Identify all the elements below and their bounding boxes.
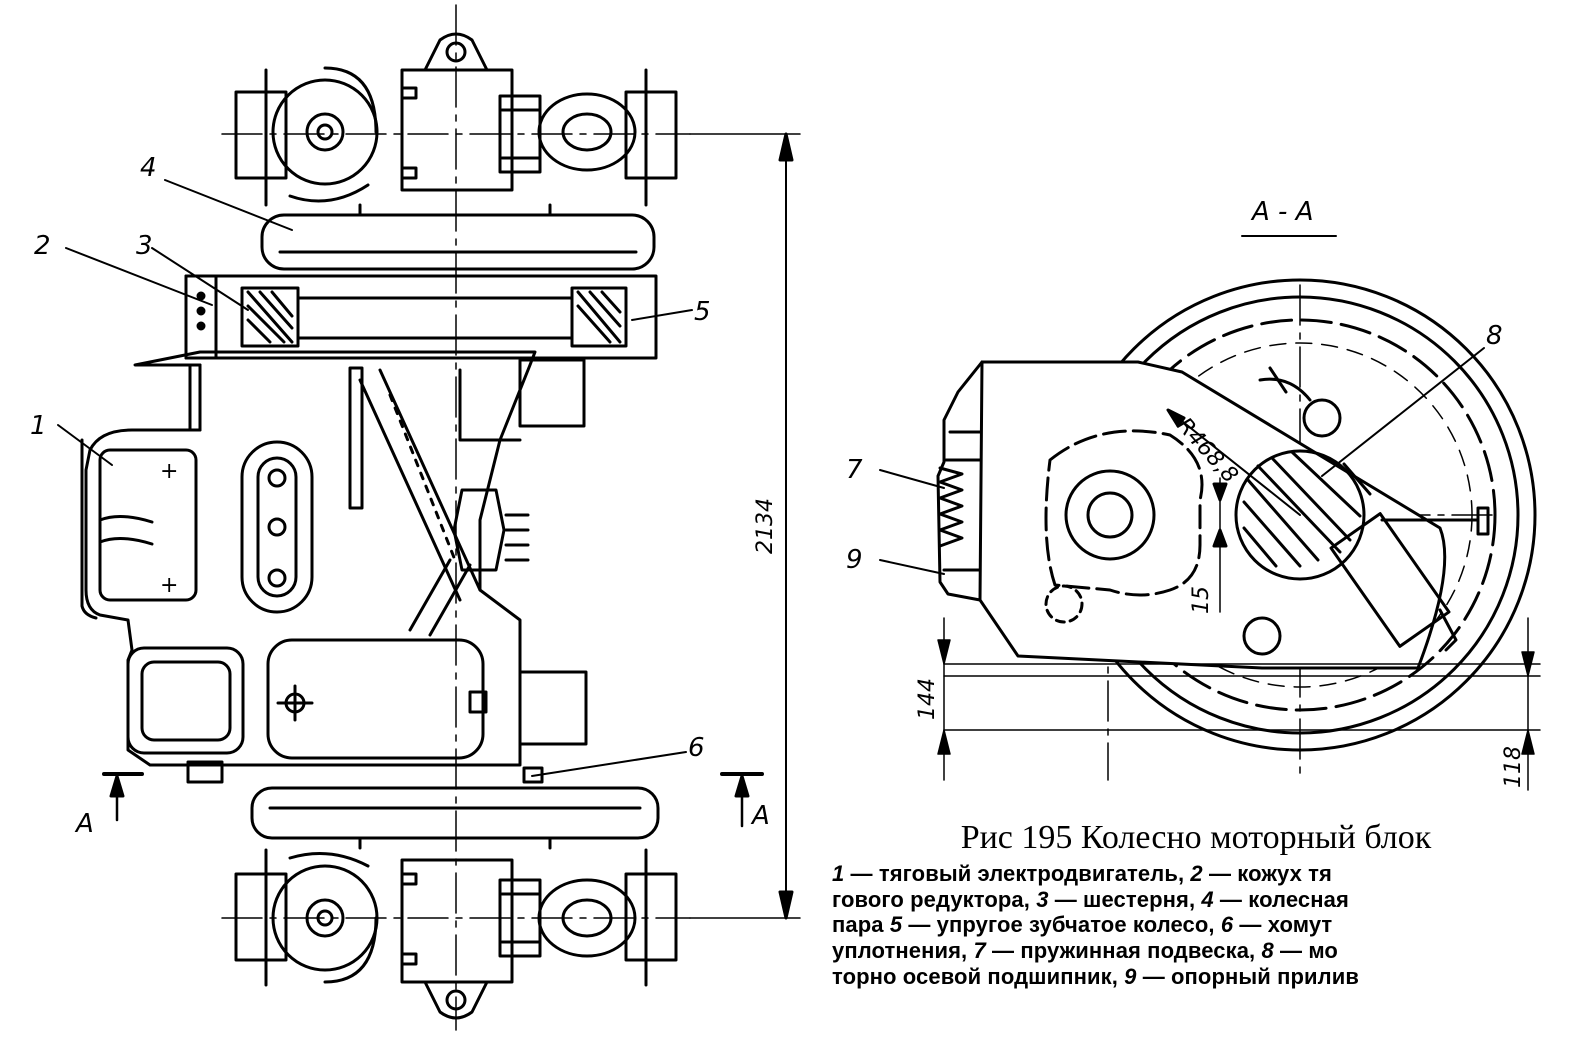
length-dimension <box>689 132 801 920</box>
caption-line: торно осевой подшипник, 9 — опорный прил… <box>832 964 1552 990</box>
caption-number: 1 <box>832 861 845 887</box>
dim-right-label: 118 <box>1501 746 1526 788</box>
caption-number: 6 <box>1220 912 1234 938</box>
plan-view: + + <box>57 4 801 1031</box>
caption-line: пара 5 — упругое зубчатое колесо, 6 — хо… <box>832 912 1552 938</box>
caption-number: 3 <box>1036 886 1049 912</box>
section-title: А - А <box>1250 197 1313 227</box>
caption-number: 7 <box>973 937 986 963</box>
motor-housing-section <box>936 360 1490 670</box>
callout-3: 3 <box>136 231 153 261</box>
caption-number: 2 <box>1190 861 1203 887</box>
caption-segment: — кожух тя <box>1202 861 1332 887</box>
wheel-top <box>260 203 656 271</box>
caption-segment: пара <box>832 912 890 938</box>
caption-line: 1 — тяговый электродвигатель, 2 — кожух … <box>832 861 1552 887</box>
height-dimensions <box>937 617 1541 791</box>
traction-motor: + + <box>80 350 588 784</box>
callout-8: 8 <box>1486 321 1503 351</box>
caption-segment: — хомут <box>1233 912 1333 938</box>
callout-6: 6 <box>688 733 705 763</box>
wheel-bottom <box>250 786 660 850</box>
caption-legend: 1 — тяговый электродвигатель, 2 — кожух … <box>832 861 1552 989</box>
caption-segment: — тяговый электродвигатель, <box>844 861 1191 887</box>
spring-suspension <box>938 466 964 548</box>
callout-leaders <box>57 179 693 777</box>
callout-1: 1 <box>30 411 47 441</box>
section-marks <box>102 772 764 828</box>
offset-label: 15 <box>1189 586 1214 614</box>
section-mark-left: A <box>74 809 94 839</box>
callout-9: 9 <box>846 545 863 575</box>
length-dimension-label: 2134 <box>753 498 778 554</box>
section-callout-leaders <box>879 347 1485 575</box>
svg-text:+: + <box>160 573 178 598</box>
caption-segment: — упругое зубчатое колесо, <box>902 912 1221 938</box>
callout-4: 4 <box>140 153 157 183</box>
section-view <box>879 235 1541 791</box>
svg-text:+: + <box>160 459 178 484</box>
dim-left-label: 144 <box>915 678 940 720</box>
section-mark-right: A <box>750 801 770 831</box>
caption-segment: — шестерня, <box>1048 886 1202 912</box>
callout-5: 5 <box>694 297 711 327</box>
caption-number: 9 <box>1124 963 1137 989</box>
caption-segment: — опорный прилив <box>1136 963 1360 989</box>
caption-line: уплотнения, 7 — пружинная подвеска, 8 — … <box>832 938 1552 964</box>
figure-caption: Рис 195 Колесно моторный блок 1 — тяговы… <box>832 818 1552 989</box>
caption-segment: торно осевой подшипник, <box>832 963 1125 989</box>
axle-box-top <box>234 32 678 207</box>
gear-case <box>184 274 658 360</box>
caption-segment: — мо <box>1273 937 1338 963</box>
caption-segment: уплотнения, <box>832 937 974 963</box>
caption-number: 5 <box>889 912 903 938</box>
caption-segment: — колесная <box>1213 886 1349 912</box>
caption-title: Рис 195 Колесно моторный блок <box>960 819 1432 856</box>
axle-box-bottom <box>234 848 678 1020</box>
caption-number: 4 <box>1201 886 1214 912</box>
caption-segment: гового редуктора, <box>832 886 1037 912</box>
callout-7: 7 <box>846 455 863 485</box>
callout-2: 2 <box>34 231 51 261</box>
caption-number: 8 <box>1261 937 1274 963</box>
caption-segment: — пружинная подвеска, <box>985 937 1262 963</box>
caption-line: гового редуктора, 3 — шестерня, 4 — коле… <box>832 887 1552 913</box>
